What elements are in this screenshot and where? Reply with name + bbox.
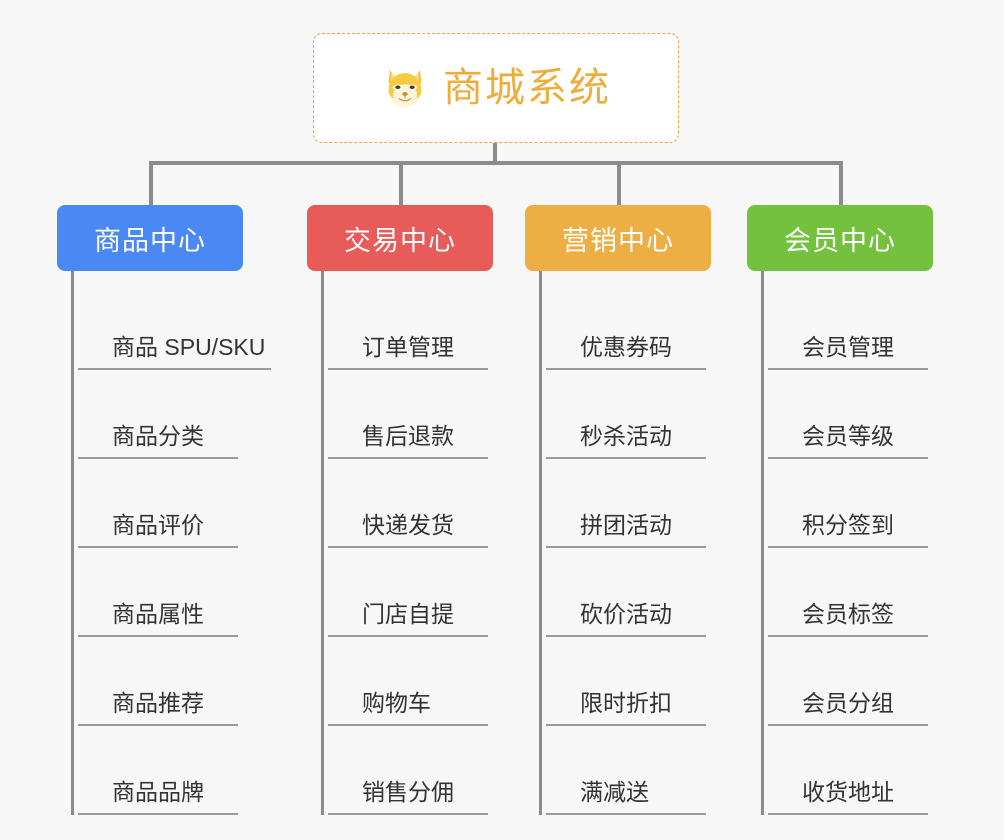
leaf-item-label: 商品 SPU/SKU xyxy=(78,333,272,370)
leaf-item[interactable]: 商品品牌 xyxy=(74,726,285,815)
root-node-mall-system[interactable]: 商城系统 xyxy=(313,33,679,143)
root-title: 商城系统 xyxy=(443,66,611,110)
leaf-item[interactable]: 收货地址 xyxy=(764,726,975,815)
leaf-item[interactable]: 优惠券码 xyxy=(542,281,753,370)
category-header-label: 商品中心 xyxy=(94,225,206,256)
leaf-list-member: 会员管理 会员等级 积分签到 会员标签 会员分组 收货地址 xyxy=(761,271,975,815)
category-header-label: 营销中心 xyxy=(562,225,674,256)
leaf-item[interactable]: 售后退款 xyxy=(324,370,535,459)
leaf-item-label: 优惠券码 xyxy=(546,333,706,370)
leaf-item[interactable]: 砍价活动 xyxy=(542,548,753,637)
leaf-item-label: 门店自提 xyxy=(328,600,488,637)
leaf-item-label: 商品评价 xyxy=(78,511,238,548)
leaf-item[interactable]: 商品 SPU/SKU xyxy=(74,281,285,370)
leaf-item[interactable]: 商品推荐 xyxy=(74,637,285,726)
connector-drop-3 xyxy=(617,161,621,205)
leaf-item-label: 限时折扣 xyxy=(546,689,706,726)
leaf-item[interactable]: 秒杀活动 xyxy=(542,370,753,459)
leaf-item-label: 拼团活动 xyxy=(546,511,706,548)
leaf-item-label: 销售分佣 xyxy=(328,778,488,815)
category-column-marketing: 营销中心 优惠券码 秒杀活动 拼团活动 砍价活动 限时折扣 满减送 xyxy=(525,205,753,815)
leaf-item[interactable]: 会员标签 xyxy=(764,548,975,637)
category-header-label: 交易中心 xyxy=(344,225,456,256)
leaf-item-label: 快递发货 xyxy=(328,511,488,548)
category-header-label: 会员中心 xyxy=(784,225,896,256)
leaf-item[interactable]: 门店自提 xyxy=(324,548,535,637)
leaf-item[interactable]: 快递发货 xyxy=(324,459,535,548)
leaf-item[interactable]: 购物车 xyxy=(324,637,535,726)
connector-drop-4 xyxy=(839,161,843,205)
leaf-item-label: 积分签到 xyxy=(768,511,928,548)
leaf-item-label: 会员等级 xyxy=(768,422,928,459)
leaf-item[interactable]: 订单管理 xyxy=(324,281,535,370)
leaf-item-label: 商品属性 xyxy=(78,600,238,637)
leaf-item[interactable]: 积分签到 xyxy=(764,459,975,548)
leaf-item[interactable]: 会员管理 xyxy=(764,281,975,370)
connector-root-stem xyxy=(493,143,497,165)
leaf-item[interactable]: 会员分组 xyxy=(764,637,975,726)
leaf-item-label: 购物车 xyxy=(328,689,488,726)
leaf-item-label: 会员管理 xyxy=(768,333,928,370)
leaf-item[interactable]: 会员等级 xyxy=(764,370,975,459)
leaf-item[interactable]: 满减送 xyxy=(542,726,753,815)
category-header-trade[interactable]: 交易中心 xyxy=(307,205,493,271)
connector-drop-1 xyxy=(149,161,153,205)
leaf-item[interactable]: 拼团活动 xyxy=(542,459,753,548)
leaf-item[interactable]: 商品评价 xyxy=(74,459,285,548)
leaf-list-product: 商品 SPU/SKU 商品分类 商品评价 商品属性 商品推荐 商品品牌 xyxy=(71,271,285,815)
category-column-product: 商品中心 商品 SPU/SKU 商品分类 商品评价 商品属性 商品推荐 商品品牌 xyxy=(57,205,285,815)
leaf-list-trade: 订单管理 售后退款 快递发货 门店自提 购物车 销售分佣 xyxy=(321,271,535,815)
leaf-item-label: 会员标签 xyxy=(768,600,928,637)
leaf-item-label: 订单管理 xyxy=(328,333,488,370)
connector-horizontal-bar xyxy=(149,161,843,165)
category-header-product[interactable]: 商品中心 xyxy=(57,205,243,271)
leaf-item-label: 会员分组 xyxy=(768,689,928,726)
leaf-item-label: 商品推荐 xyxy=(78,689,238,726)
leaf-list-marketing: 优惠券码 秒杀活动 拼团活动 砍价活动 限时折扣 满减送 xyxy=(539,271,753,815)
leaf-item-label: 满减送 xyxy=(546,778,706,815)
shiba-dog-face-icon xyxy=(388,70,422,108)
leaf-item[interactable]: 商品属性 xyxy=(74,548,285,637)
leaf-item[interactable]: 商品分类 xyxy=(74,370,285,459)
category-column-trade: 交易中心 订单管理 售后退款 快递发货 门店自提 购物车 销售分佣 xyxy=(307,205,535,815)
leaf-item-label: 收货地址 xyxy=(768,778,928,815)
leaf-item-label: 商品分类 xyxy=(78,422,238,459)
leaf-item-label: 售后退款 xyxy=(328,422,488,459)
connector-drop-2 xyxy=(399,161,403,205)
leaf-item[interactable]: 限时折扣 xyxy=(542,637,753,726)
leaf-item-label: 商品品牌 xyxy=(78,778,238,815)
leaf-item-label: 秒杀活动 xyxy=(546,422,706,459)
category-column-member: 会员中心 会员管理 会员等级 积分签到 会员标签 会员分组 收货地址 xyxy=(747,205,975,815)
leaf-item[interactable]: 销售分佣 xyxy=(324,726,535,815)
category-header-member[interactable]: 会员中心 xyxy=(747,205,933,271)
category-header-marketing[interactable]: 营销中心 xyxy=(525,205,711,271)
leaf-item-label: 砍价活动 xyxy=(546,600,706,637)
